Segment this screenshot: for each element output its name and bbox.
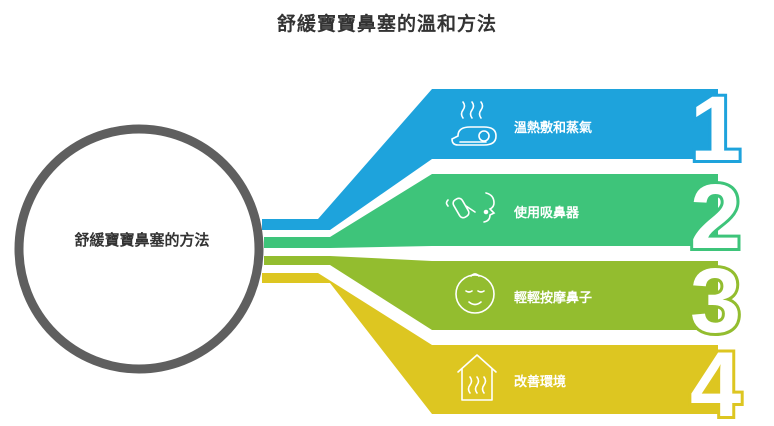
- step-4-number: 4: [690, 334, 741, 426]
- step-4-label: 改善環境: [514, 375, 567, 390]
- step-4-ribbon: [262, 273, 432, 414]
- baby-face-icon: [455, 273, 495, 314]
- page-title: 舒緩寶寶鼻塞的溫和方法: [276, 13, 497, 35]
- step-1-ribbon: [262, 89, 432, 230]
- step-1-number: 1: [690, 78, 741, 180]
- center-ring: [14, 124, 264, 374]
- step-2-banner: [432, 174, 718, 246]
- step-4-banner: [432, 345, 718, 414]
- nasal-aspirator-icon: [445, 192, 496, 223]
- step-3-banner: [432, 261, 718, 330]
- step-2-label: 使用吸鼻器: [514, 206, 580, 221]
- step-1-banner: [432, 89, 718, 159]
- step-2-number: 2: [690, 166, 741, 268]
- center-label: 舒緩寶寶鼻塞的方法: [74, 231, 210, 249]
- house-steam-icon: [457, 354, 497, 401]
- step-3-ribbon: [264, 256, 432, 330]
- step-3-label: 輕輕按摩鼻子: [514, 291, 593, 306]
- step-2-ribbon: [264, 174, 432, 248]
- step-3-number: 3: [690, 250, 741, 352]
- step-1-label: 溫熱敷和蒸氣: [514, 121, 593, 136]
- steam-towel-icon: [451, 101, 497, 146]
